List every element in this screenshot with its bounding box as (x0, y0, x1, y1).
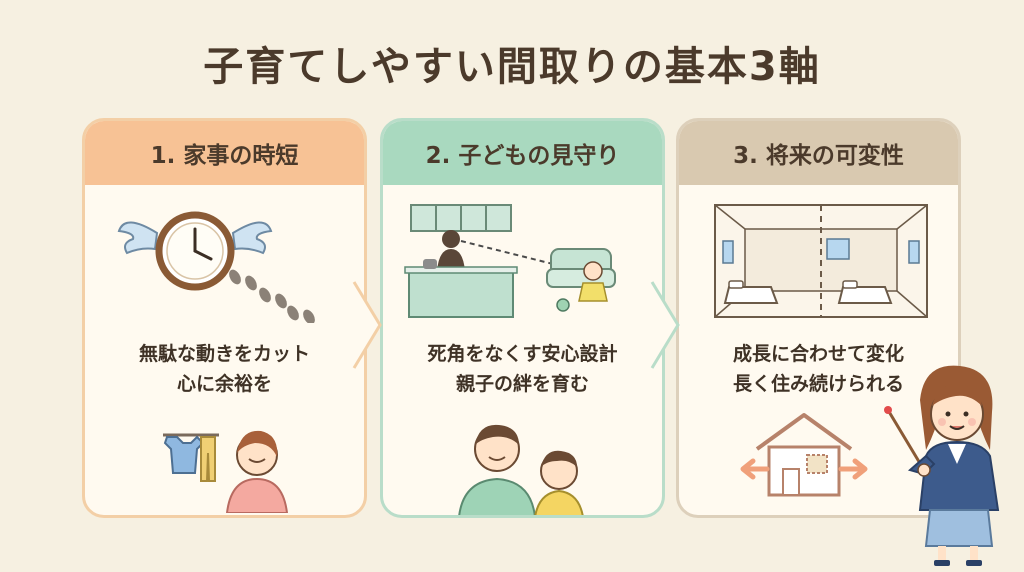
card-heading: 2. 子どもの見守り (383, 121, 662, 185)
divisible-room-illustration (714, 204, 928, 318)
card-housework: 1. 家事の時短 無駄な動きをカット 心に余裕を (82, 118, 367, 518)
laundry-woman-illustration (163, 430, 289, 513)
expanding-house-icon (740, 413, 868, 497)
parent-child-illustration (458, 424, 584, 515)
arrow-right-icon (650, 281, 680, 369)
card-line-2: 親子の絆を育む (455, 373, 589, 395)
arrow-right-icon (352, 281, 382, 369)
winged-clock-icon (117, 211, 315, 323)
card-watching-children: 2. 子どもの見守り 死角をなくす安心設計 親子の絆を育む (380, 118, 665, 518)
card-line-1: 死角をなくす安心設計 (427, 343, 618, 365)
card-heading: 1. 家事の時短 (85, 121, 364, 185)
card-line-2: 長く住み続けられる (732, 373, 904, 395)
kitchen-watching-illustration (404, 204, 616, 318)
card-line-1: 無駄な動きをカット (138, 343, 310, 365)
card-line-2: 心に余裕を (176, 373, 272, 395)
page-title: 子育てしやすい間取りの基本3軸 (203, 44, 821, 90)
card-heading: 3. 将来の可変性 (679, 121, 958, 185)
presenter-woman-illustration (884, 365, 1000, 566)
card-line-1: 成長に合わせて変化 (732, 343, 904, 365)
